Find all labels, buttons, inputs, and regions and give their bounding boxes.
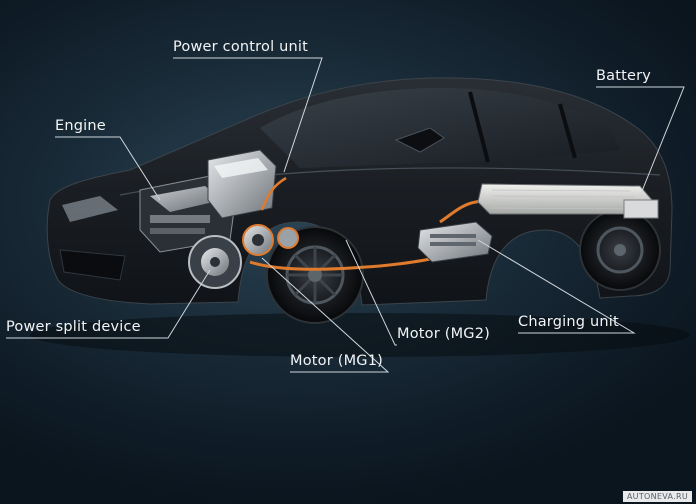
window-divider — [468, 91, 490, 163]
window-divider-rear — [558, 103, 577, 159]
leader-line-mg1 — [261, 257, 390, 373]
side-mirror — [394, 127, 445, 153]
label-engine: Engine — [55, 118, 106, 134]
ground-shadow — [30, 313, 690, 357]
leader-line-psd — [6, 269, 211, 339]
power-control-unit-component — [207, 149, 277, 219]
label-charging-unit: Charging unit — [518, 314, 619, 330]
leader-line-mg2 — [345, 239, 397, 346]
leader-lines — [6, 57, 685, 373]
motor-mg1-component — [242, 224, 274, 256]
front-wheel — [266, 226, 364, 324]
label-power-control-unit: Power control unit — [173, 39, 309, 55]
leader-line-pcu — [173, 57, 323, 173]
rear-wheel — [579, 209, 661, 291]
leader-line-engine — [55, 136, 161, 201]
leader-line-battery — [596, 86, 685, 197]
car-greenhouse — [260, 87, 620, 168]
leader-line-charging — [477, 239, 636, 334]
label-battery: Battery — [596, 68, 652, 84]
charging-unit-component — [417, 221, 493, 263]
watermark: AUTONEVA.RU — [622, 491, 692, 502]
power-split-device-component — [188, 235, 242, 289]
battery-component — [477, 183, 659, 219]
label-power-split-device: Power split device — [6, 319, 141, 335]
front-grille — [59, 249, 126, 281]
headlight — [62, 196, 118, 222]
hv-cable-pcu — [260, 176, 287, 211]
label-motor-mg2: Motor (MG2) — [397, 326, 490, 342]
label-motor-mg1: Motor (MG1) — [290, 353, 383, 369]
motor-mg2-component — [277, 227, 299, 249]
